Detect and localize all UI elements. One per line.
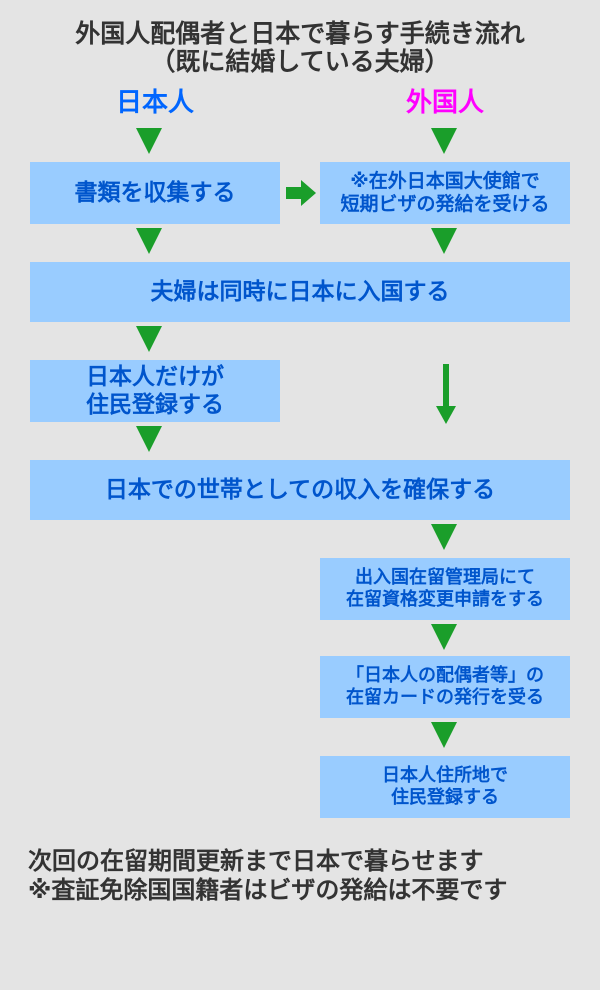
step-short-term-visa: ※在外日本国大使館で 短期ビザの発給を受ける — [320, 162, 570, 224]
step-collect-documents: 書類を収集する — [30, 162, 280, 224]
step-label: 住民登録する — [86, 392, 224, 418]
step-residence-card-issue: 「日本人の配偶者等」の 在留カードの発行を受る — [320, 656, 570, 718]
step-label: 在留カードの発行を受る — [346, 687, 544, 708]
step-label: ※在外日本国大使館で — [350, 170, 540, 192]
step-label: 日本人住所地で — [382, 765, 508, 786]
step-label: 住民登録する — [391, 787, 499, 808]
down-arrow-icon — [136, 228, 162, 254]
footer-visa-exemption-note: ※査証免除国国籍者はビザの発給は不要です — [28, 876, 508, 904]
step-label: 在留資格変更申請をする — [346, 589, 544, 610]
down-arrow-icon — [431, 722, 457, 748]
down-arrow-icon — [431, 524, 457, 550]
down-arrow-icon — [136, 128, 162, 154]
page-title: 外国人配偶者と日本で暮らす手続き流れ — [75, 19, 525, 48]
step-label: 書類を収集する — [74, 180, 236, 206]
japanese-column-label: 日本人 — [115, 88, 194, 118]
down-arrow-icon — [431, 624, 457, 650]
right-arrow-icon — [286, 180, 316, 206]
step-label: 日本人だけが — [86, 364, 224, 390]
footer-note: 次回の在留期間更新まで日本で暮らせます — [28, 847, 484, 875]
step-label: 出入国在留管理局にて — [355, 567, 535, 588]
step-japanese-resident-registration: 日本人だけが 住民登録する — [30, 360, 280, 422]
long-down-arrow-icon — [436, 364, 456, 424]
step-label: 短期ビザの発給を受ける — [340, 193, 550, 215]
step-enter-japan-together: 夫婦は同時に日本に入国する — [30, 262, 570, 322]
step-label: 日本での世帯としての収入を確保する — [104, 477, 496, 503]
page-subtitle: （既に結婚している夫婦） — [150, 47, 450, 76]
step-foreigner-resident-registration: 日本人住所地で 住民登録する — [320, 756, 570, 818]
step-secure-household-income: 日本での世帯としての収入を確保する — [30, 460, 570, 520]
down-arrow-icon — [431, 228, 457, 254]
step-immigration-status-change: 出入国在留管理局にて 在留資格変更申請をする — [320, 558, 570, 620]
foreigner-column-label: 外国人 — [405, 88, 484, 118]
down-arrow-icon — [136, 426, 162, 452]
step-label: 「日本人の配偶者等」の — [346, 665, 544, 686]
down-arrow-icon — [136, 326, 162, 352]
step-label: 夫婦は同時に日本に入国する — [150, 279, 450, 305]
down-arrow-icon — [431, 128, 457, 154]
